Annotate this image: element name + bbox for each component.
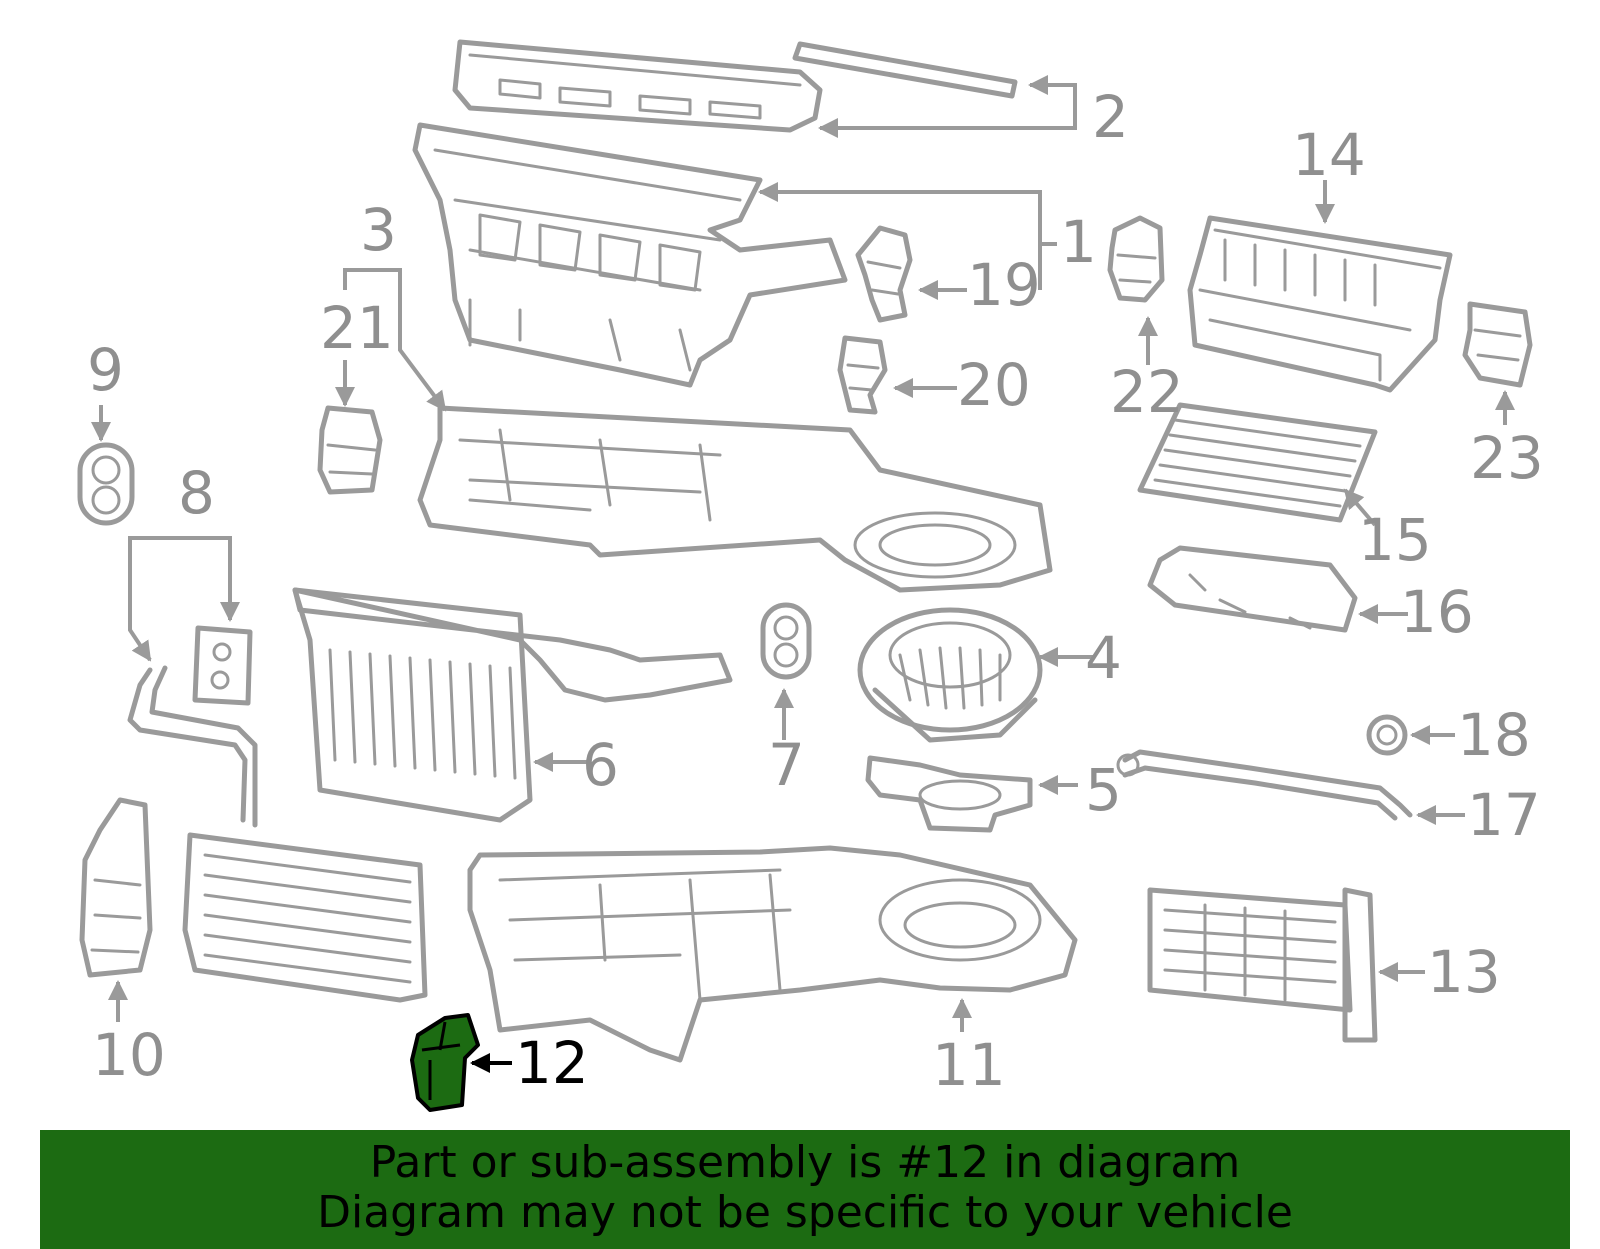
callout-23: 23 bbox=[1470, 424, 1544, 492]
callout-8: 8 bbox=[178, 459, 215, 527]
part-23-actuator[interactable] bbox=[1462, 301, 1533, 388]
part-8-seal[interactable] bbox=[192, 625, 253, 706]
callout-15: 15 bbox=[1358, 506, 1432, 574]
callout-19: 19 bbox=[967, 251, 1041, 319]
callout-12-highlighted: 12 bbox=[515, 1029, 589, 1097]
leader-lines bbox=[91, 75, 1515, 1032]
part-21-actuator[interactable] bbox=[317, 405, 383, 495]
part-7-grommet[interactable] bbox=[760, 602, 812, 680]
callout-11: 11 bbox=[932, 1031, 1006, 1099]
callout-7: 7 bbox=[768, 731, 805, 799]
part-19-actuator[interactable] bbox=[855, 225, 913, 323]
part-heater-core[interactable] bbox=[182, 832, 428, 1003]
callout-6: 6 bbox=[582, 731, 619, 799]
callouts: 2 1 19 20 3 21 9 8 6 7 4 5 14 22 23 15 1… bbox=[87, 83, 1544, 1099]
callout-5: 5 bbox=[1085, 756, 1122, 824]
banner-line-1: Part or sub-assembly is #12 in diagram bbox=[369, 1137, 1241, 1188]
callout-18: 18 bbox=[1457, 701, 1531, 769]
part-10-bracket[interactable] bbox=[79, 797, 153, 978]
callout-13: 13 bbox=[1427, 938, 1501, 1006]
part-20-actuator[interactable] bbox=[837, 335, 888, 415]
part-11-lower-housing[interactable] bbox=[467, 845, 1078, 1063]
part-2-seal[interactable] bbox=[452, 39, 1018, 133]
part-6-evaporator[interactable] bbox=[292, 587, 733, 823]
callout-21: 21 bbox=[320, 294, 394, 362]
banner-line-2: Diagram may not be specific to your vehi… bbox=[317, 1187, 1293, 1238]
callout-9: 9 bbox=[87, 336, 124, 404]
callout-1: 1 bbox=[1060, 208, 1097, 276]
callout-10: 10 bbox=[92, 1021, 166, 1089]
callout-3: 3 bbox=[360, 196, 397, 264]
part-15-filter[interactable] bbox=[1137, 402, 1378, 523]
callout-17: 17 bbox=[1467, 781, 1541, 849]
part-5-housing-ring[interactable] bbox=[865, 755, 1033, 833]
callout-20: 20 bbox=[957, 351, 1031, 419]
callout-2: 2 bbox=[1092, 83, 1129, 151]
info-banner: Part or sub-assembly is #12 in diagram D… bbox=[40, 1130, 1570, 1249]
part-4-blower-motor[interactable] bbox=[857, 607, 1043, 743]
callout-14: 14 bbox=[1292, 121, 1366, 189]
part-1-upper-housing[interactable] bbox=[412, 122, 848, 388]
part-13-heater[interactable] bbox=[1147, 887, 1378, 1043]
part-18-grommet[interactable] bbox=[1366, 714, 1408, 756]
callout-16: 16 bbox=[1400, 578, 1474, 646]
part-14-case[interactable] bbox=[1187, 215, 1453, 393]
part-16-cover[interactable] bbox=[1147, 545, 1358, 633]
part-22-actuator[interactable] bbox=[1107, 215, 1165, 303]
parts-diagram: 2 1 19 20 3 21 9 8 6 7 4 5 14 22 23 15 1… bbox=[77, 39, 1544, 1112]
part-17-tube[interactable] bbox=[1116, 749, 1413, 821]
part-9-grommet[interactable] bbox=[77, 442, 135, 526]
callout-22: 22 bbox=[1110, 358, 1184, 426]
part-8-pipes[interactable] bbox=[127, 665, 258, 828]
callout-4: 4 bbox=[1085, 624, 1122, 692]
part-3-housing[interactable] bbox=[417, 405, 1053, 593]
part-12-module-highlighted[interactable] bbox=[410, 1013, 480, 1112]
